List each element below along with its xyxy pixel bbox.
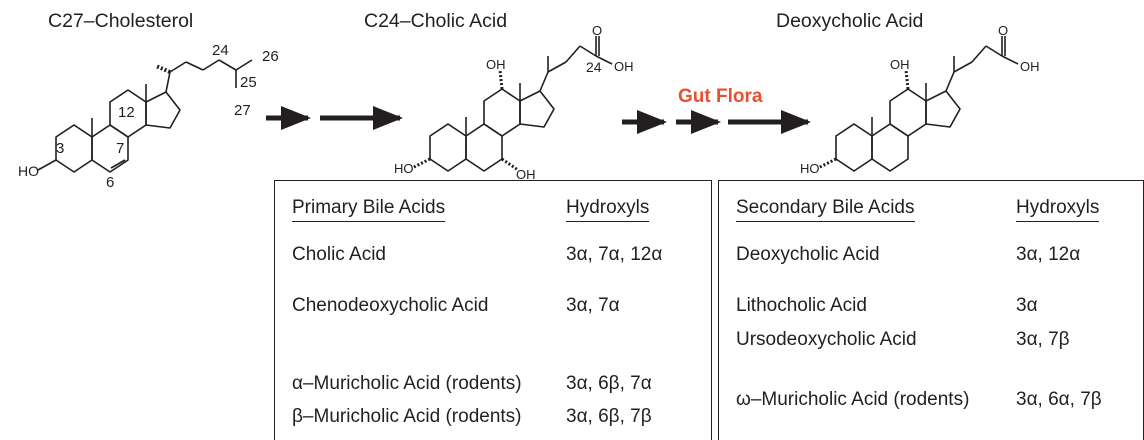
cholesterol-c25-label: 25 (240, 74, 257, 91)
primary-header-hydroxyls: Hydroxyls (566, 197, 650, 222)
primary-row-hydroxyls: 3α, 7α (566, 295, 620, 316)
secondary-row-hydroxyls: 3α, 7β (1016, 329, 1070, 350)
primary-bile-acids-panel (274, 180, 712, 440)
cholesterol-c27-label: 27 (234, 102, 251, 119)
secondary-row-hydroxyls: 3α, 6α, 7β (1016, 389, 1102, 410)
secondary-row-name: Lithocholic Acid (736, 295, 867, 316)
cholesterol-c24-label: 24 (212, 42, 229, 59)
cholesterol-c7-label: 7 (116, 140, 125, 157)
deoxycholic-3-oh-label: HO (800, 161, 820, 176)
cholic-acid-structure (411, 36, 613, 172)
gut-flora-label: Gut Flora (678, 86, 763, 107)
primary-row-name: Chenodeoxycholic Acid (292, 295, 489, 316)
cholic-12-oh-label: OH (486, 57, 506, 72)
cholic-carbonyl-o-label: O (592, 23, 603, 38)
deoxycholic-acid-oh-label: OH (1020, 59, 1040, 74)
secondary-row-name: Deoxycholic Acid (736, 244, 880, 265)
cholesterol-title: C27–Cholesterol (48, 10, 194, 32)
cholesterol-c26-label: 26 (262, 48, 279, 65)
deoxycholic-acid-title: Deoxycholic Acid (776, 10, 924, 32)
cholesterol-c3-label: 3 (56, 140, 65, 157)
primary-row-name: β–Muricholic Acid (rodents) (292, 406, 522, 427)
secondary-header-name: Secondary Bile Acids (736, 197, 915, 222)
cholesterol-structure (37, 59, 253, 173)
cholesterol-c12-label: 12 (118, 104, 135, 121)
secondary-row-hydroxyls: 3α (1016, 295, 1038, 316)
cholic-7-oh-label: OH (516, 167, 536, 182)
cholesterol-c6-label: 6 (106, 174, 115, 191)
secondary-row-name: Ursodeoxycholic Acid (736, 329, 917, 350)
secondary-row-name: ω–Muricholic Acid (rodents) (736, 389, 970, 410)
cholic-acid-title: C24–Cholic Acid (364, 10, 508, 32)
primary-row-name: α–Muricholic Acid (rodents) (292, 373, 522, 394)
reaction-arrows (266, 106, 811, 134)
primary-row-hydroxyls: 3α, 6β, 7α (566, 373, 652, 394)
cholic-acid-oh-label: OH (614, 59, 634, 74)
primary-row-hydroxyls: 3α, 7α, 12α (566, 244, 663, 265)
secondary-row-hydroxyls: 3α, 12α (1016, 244, 1081, 265)
deoxycholic-12-oh-label: OH (890, 57, 910, 72)
cholic-c24-label: 24 (586, 59, 602, 75)
primary-row-hydroxyls: 3α, 6β, 7β (566, 406, 652, 427)
cholic-3-oh-label: HO (394, 161, 414, 176)
primary-row-name: Cholic Acid (292, 244, 386, 265)
secondary-header-hydroxyls: Hydroxyls (1016, 197, 1100, 222)
deoxycholic-carbonyl-o-label: O (998, 23, 1009, 38)
deoxycholic-acid-structure (817, 36, 1019, 172)
cholesterol-ho-label: HO (18, 163, 39, 179)
primary-header-name: Primary Bile Acids (292, 197, 446, 222)
